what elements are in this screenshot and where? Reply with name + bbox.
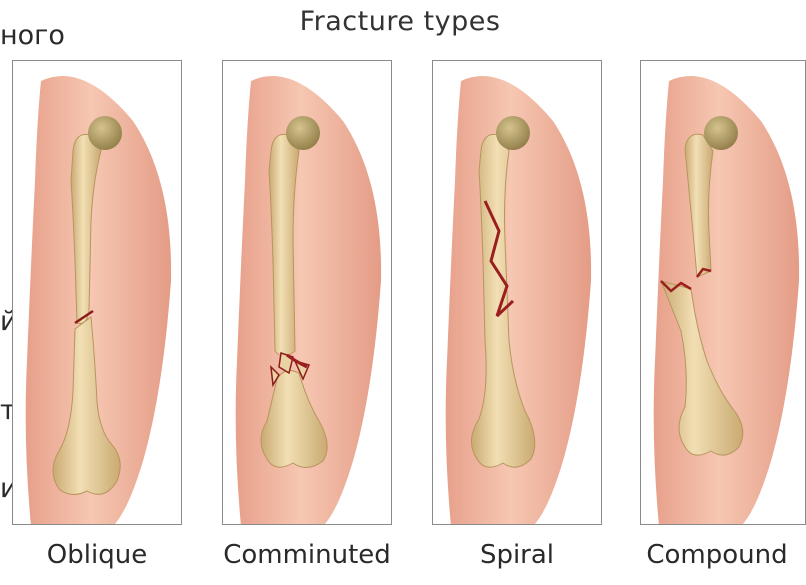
panel-comminuted <box>222 60 392 525</box>
oblique-fracture-illustration <box>13 61 182 525</box>
caption-compound: Compound <box>628 540 806 570</box>
compound-fracture-illustration <box>641 61 806 525</box>
diagram-title: Fracture types <box>270 6 530 37</box>
caption-comminuted: Comminuted <box>200 540 414 570</box>
side-text-fragment-1: ного <box>0 22 65 49</box>
panel-oblique <box>12 60 182 525</box>
comminuted-fracture-illustration <box>223 61 392 525</box>
panel-spiral <box>432 60 602 525</box>
femoral-head <box>496 116 530 150</box>
caption-oblique: Oblique <box>12 540 182 570</box>
femoral-head <box>88 116 122 150</box>
femoral-head <box>286 116 320 150</box>
caption-spiral: Spiral <box>432 540 602 570</box>
spiral-fracture-illustration <box>433 61 602 525</box>
panel-compound <box>640 60 806 525</box>
femoral-head <box>704 116 738 150</box>
